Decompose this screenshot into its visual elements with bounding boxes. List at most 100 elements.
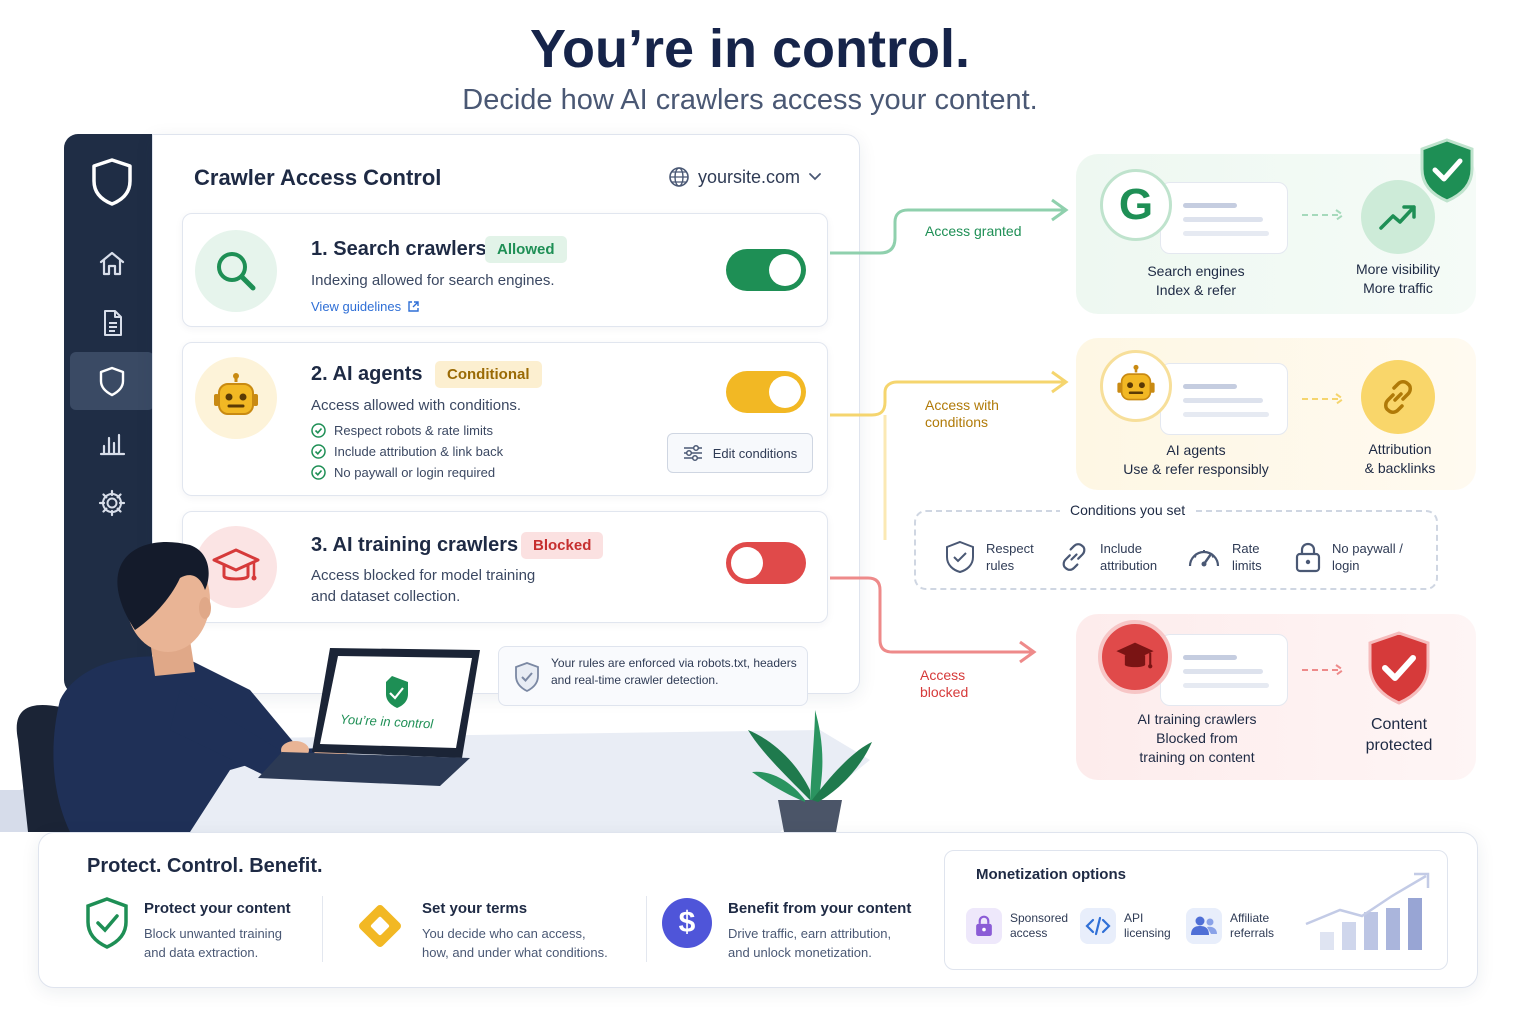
sidebar-item-home[interactable] <box>64 234 160 292</box>
flow-label-line: conditions <box>925 414 989 430</box>
condition-line: rules <box>986 558 1015 573</box>
check-circle-icon <box>311 465 326 480</box>
external-link-icon <box>408 301 419 312</box>
sidebar-item-documents[interactable] <box>64 294 160 352</box>
outcome-line: & backlinks <box>1364 460 1436 476</box>
result-title: Search engines <box>1147 263 1245 279</box>
ai-training-toggle[interactable] <box>726 542 806 584</box>
card-description-line1: Access blocked for model training <box>311 567 536 584</box>
dashed-arrow <box>1302 393 1345 405</box>
result-text: AI training crawlers Blocked from traini… <box>1112 710 1282 767</box>
sidebar-item-settings[interactable] <box>64 474 160 532</box>
outcome-line: More traffic <box>1363 280 1433 296</box>
panel-title: Crawler Access Control <box>194 165 442 190</box>
desc-line: Drive traffic, earn attribution, <box>728 926 892 941</box>
condition-line: Rate <box>1232 541 1260 556</box>
result-card <box>1160 182 1288 254</box>
divider <box>322 896 323 962</box>
item-line: referrals <box>1230 926 1275 940</box>
condition-line: login <box>1332 558 1360 573</box>
card-title: 3. AI training crawlers <box>311 534 519 556</box>
home-icon <box>99 251 125 276</box>
result-text: AI agents Use & refer responsibly <box>1106 441 1286 479</box>
lock-icon <box>1295 542 1321 573</box>
check-circle-icon <box>311 444 326 459</box>
condition-line: limits <box>1232 558 1262 573</box>
view-guidelines-link[interactable]: View guidelines <box>311 296 420 317</box>
sliders-icon <box>683 444 702 462</box>
note-line2: and real-time crawler detection. <box>551 673 719 687</box>
sidebar-item-security[interactable] <box>70 352 154 410</box>
desc-line: how, and under what conditions. <box>422 945 608 960</box>
link-icon <box>1361 360 1435 434</box>
flow-label-line: Access with <box>925 397 999 413</box>
card-title: 1. Search crawlers <box>311 238 487 260</box>
status-badge-conditional: Conditional <box>435 361 542 388</box>
button-label: Edit conditions <box>712 445 798 461</box>
site-name: yoursite.com <box>698 166 801 187</box>
card-description-line2: and dataset collection. <box>311 588 461 605</box>
ai-agents-toggle[interactable] <box>726 371 806 413</box>
card-ai-agents: 2. AI agents Conditional Access allowed … <box>182 342 828 496</box>
globe-icon <box>669 167 689 187</box>
site-selector[interactable]: yoursite.com <box>668 166 822 188</box>
enforcement-note: Your rules are enforced via robots.txt, … <box>498 646 808 706</box>
condition-no-paywall: No paywall / login <box>1294 540 1403 574</box>
gear-icon <box>98 489 126 517</box>
condition-line: No paywall / <box>1332 541 1403 556</box>
shield-check-icon <box>86 897 128 949</box>
conditions-title: Conditions you set <box>1060 502 1196 518</box>
edit-conditions-button[interactable]: Edit conditions <box>667 433 813 473</box>
condition-item: Respect robots & rate limits <box>311 423 493 438</box>
growth-chart-icon <box>1305 872 1430 950</box>
dollar-icon: $ <box>662 898 712 948</box>
users-icon <box>1186 908 1222 944</box>
result-card <box>1160 363 1288 435</box>
result-subtitle: Index & refer <box>1155 282 1237 298</box>
outcome-line: Content <box>1370 716 1428 733</box>
condition-item: Include attribution & link back <box>311 444 503 459</box>
status-badge-blocked: Blocked <box>521 532 604 559</box>
desc-line: You decide who can access, <box>422 926 586 941</box>
item-line: licensing <box>1124 926 1171 940</box>
dashed-arrow <box>1302 664 1345 676</box>
card-title: 2. AI agents <box>311 363 423 385</box>
result-title: AI agents <box>1166 442 1226 458</box>
search-crawlers-toggle[interactable] <box>726 249 806 291</box>
flow-label-granted: Access granted <box>925 223 1022 239</box>
shield-check-icon <box>1368 631 1430 705</box>
graduation-cap-icon <box>1098 620 1172 694</box>
benefit-description: You decide who can access, how, and under… <box>422 924 652 962</box>
card-description: Access allowed with conditions. <box>311 397 522 414</box>
gauge-icon <box>1188 550 1220 567</box>
outcome-text: Content protected <box>1344 714 1454 756</box>
divider <box>646 896 647 962</box>
link-label: View guidelines <box>311 299 402 314</box>
condition-line: attribution <box>1100 558 1158 573</box>
status-badge-allowed: Allowed <box>485 236 567 263</box>
benefit-title: Set your terms <box>422 900 528 917</box>
benefit-title: Protect your content <box>144 900 291 917</box>
benefit-description: Drive traffic, earn attribution,and unlo… <box>728 924 958 962</box>
shield-icon <box>99 366 125 397</box>
item-line: API <box>1124 911 1144 925</box>
card-search-crawlers: 1. Search crawlers Allowed Indexing allo… <box>182 213 828 327</box>
person-at-laptop-illustration <box>0 542 872 832</box>
result-text: Search engines Index & refer <box>1130 262 1262 300</box>
lock-icon <box>966 908 1002 944</box>
condition-text: Respect robots & rate limits <box>334 423 493 438</box>
hero-subtitle: Decide how AI crawlers access your conte… <box>462 84 1038 116</box>
outcome-line: More visibility <box>1355 261 1440 277</box>
check-circle-icon <box>311 423 326 438</box>
condition-rate-limits: Rate limits <box>1186 540 1262 574</box>
flow-label-blocked: Access blocked <box>920 667 968 701</box>
flow-label-conditional: Access with conditions <box>925 397 999 431</box>
sidebar-item-analytics[interactable] <box>64 414 160 472</box>
flow-label-line: Access <box>920 667 966 683</box>
shield-check-icon <box>515 662 539 693</box>
shield-check-icon <box>1420 138 1474 203</box>
result-card <box>1160 634 1288 706</box>
